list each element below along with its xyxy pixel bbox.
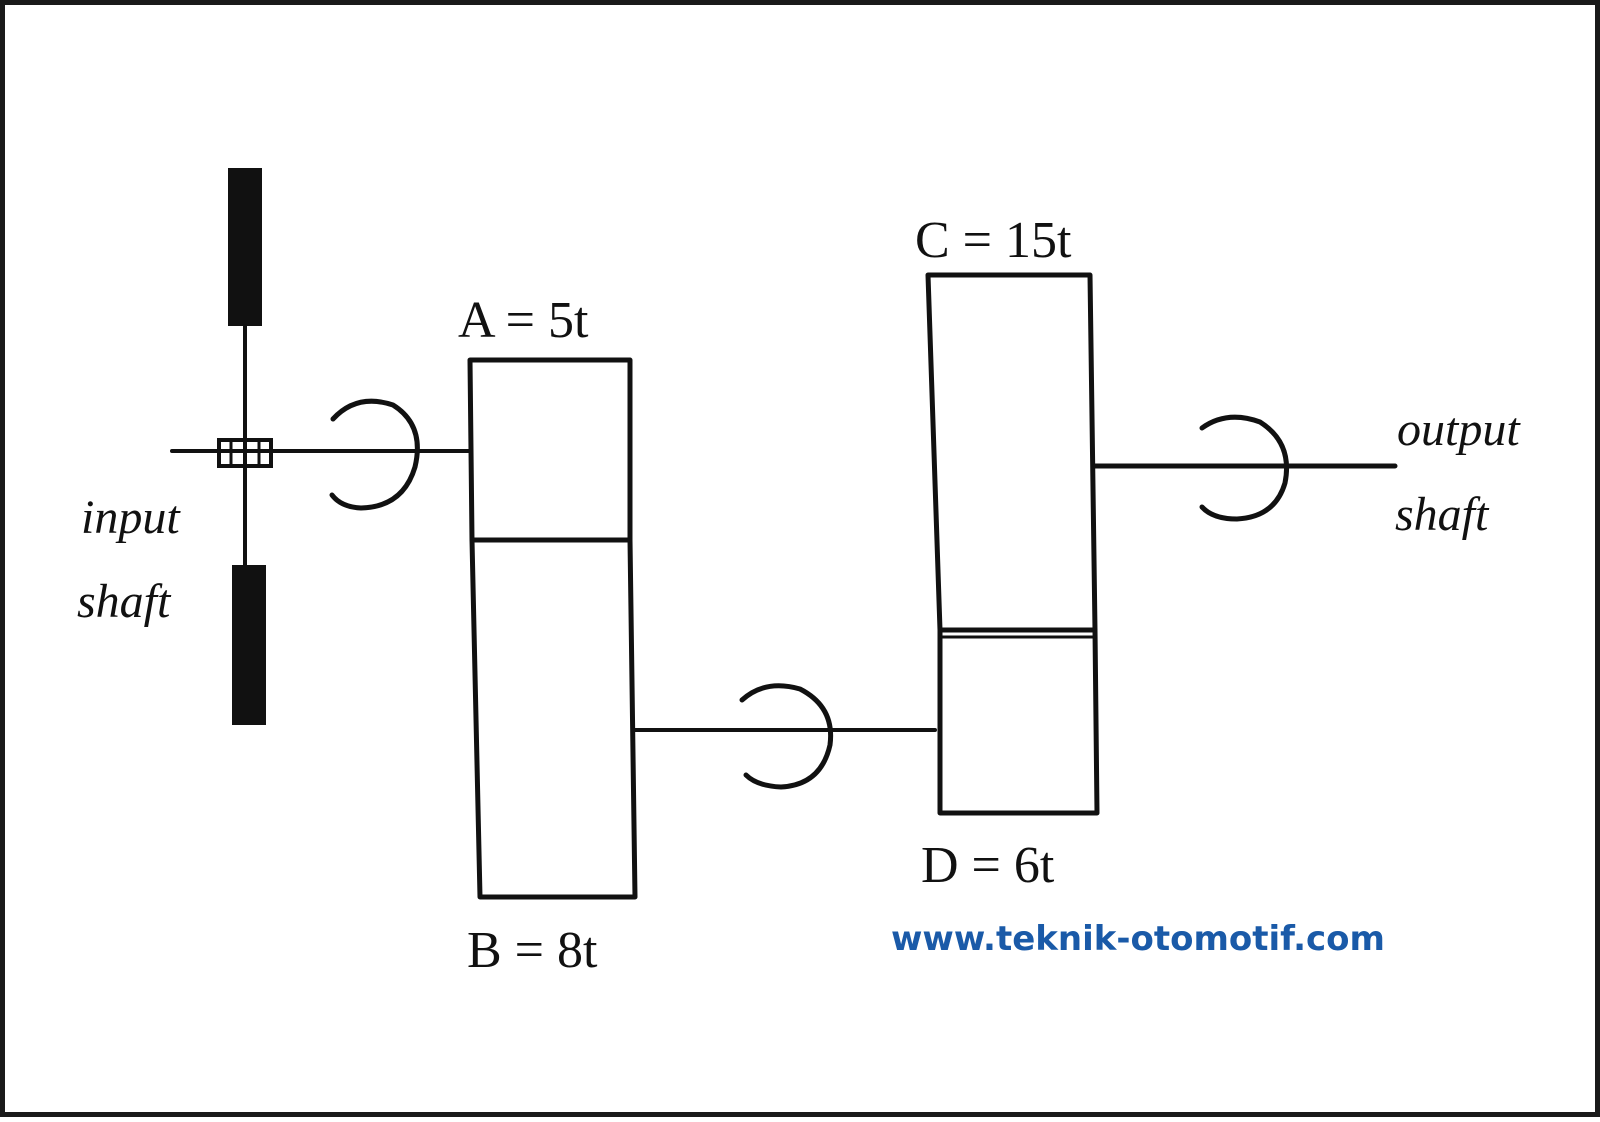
gear-train-diagram: A = 5t B = 8t C = 15t D = 6t input shaft… bbox=[77, 168, 1521, 979]
input-crank bbox=[217, 168, 273, 725]
crank-handle-bottom bbox=[232, 565, 266, 725]
gear-b-label: B = 8t bbox=[467, 922, 598, 979]
gear-b-block bbox=[469, 537, 638, 900]
output-shaft-label-line2: shaft bbox=[1395, 488, 1490, 541]
countershaft-bearing-symbol bbox=[739, 683, 834, 790]
crank-handle-top bbox=[228, 168, 262, 326]
gear-cd-compound bbox=[925, 272, 1100, 816]
input-shaft-label-line2: shaft bbox=[77, 575, 172, 628]
input-shaft-label-line1: input bbox=[81, 491, 181, 544]
gear-c-block bbox=[925, 272, 1098, 633]
gear-a-label: A = 5t bbox=[458, 292, 589, 349]
output-shaft-label-line1: output bbox=[1397, 403, 1521, 456]
gear-a-block bbox=[467, 357, 633, 543]
input-bearing-symbol bbox=[329, 398, 420, 511]
website-watermark: www.teknik-otomotif.com bbox=[891, 919, 1385, 959]
gear-ab-compound bbox=[467, 357, 638, 900]
gear-d-label: D = 6t bbox=[921, 837, 1055, 894]
gear-d-block bbox=[937, 627, 1100, 816]
output-bearing-symbol bbox=[1199, 414, 1290, 522]
gear-c-label: C = 15t bbox=[915, 212, 1072, 269]
